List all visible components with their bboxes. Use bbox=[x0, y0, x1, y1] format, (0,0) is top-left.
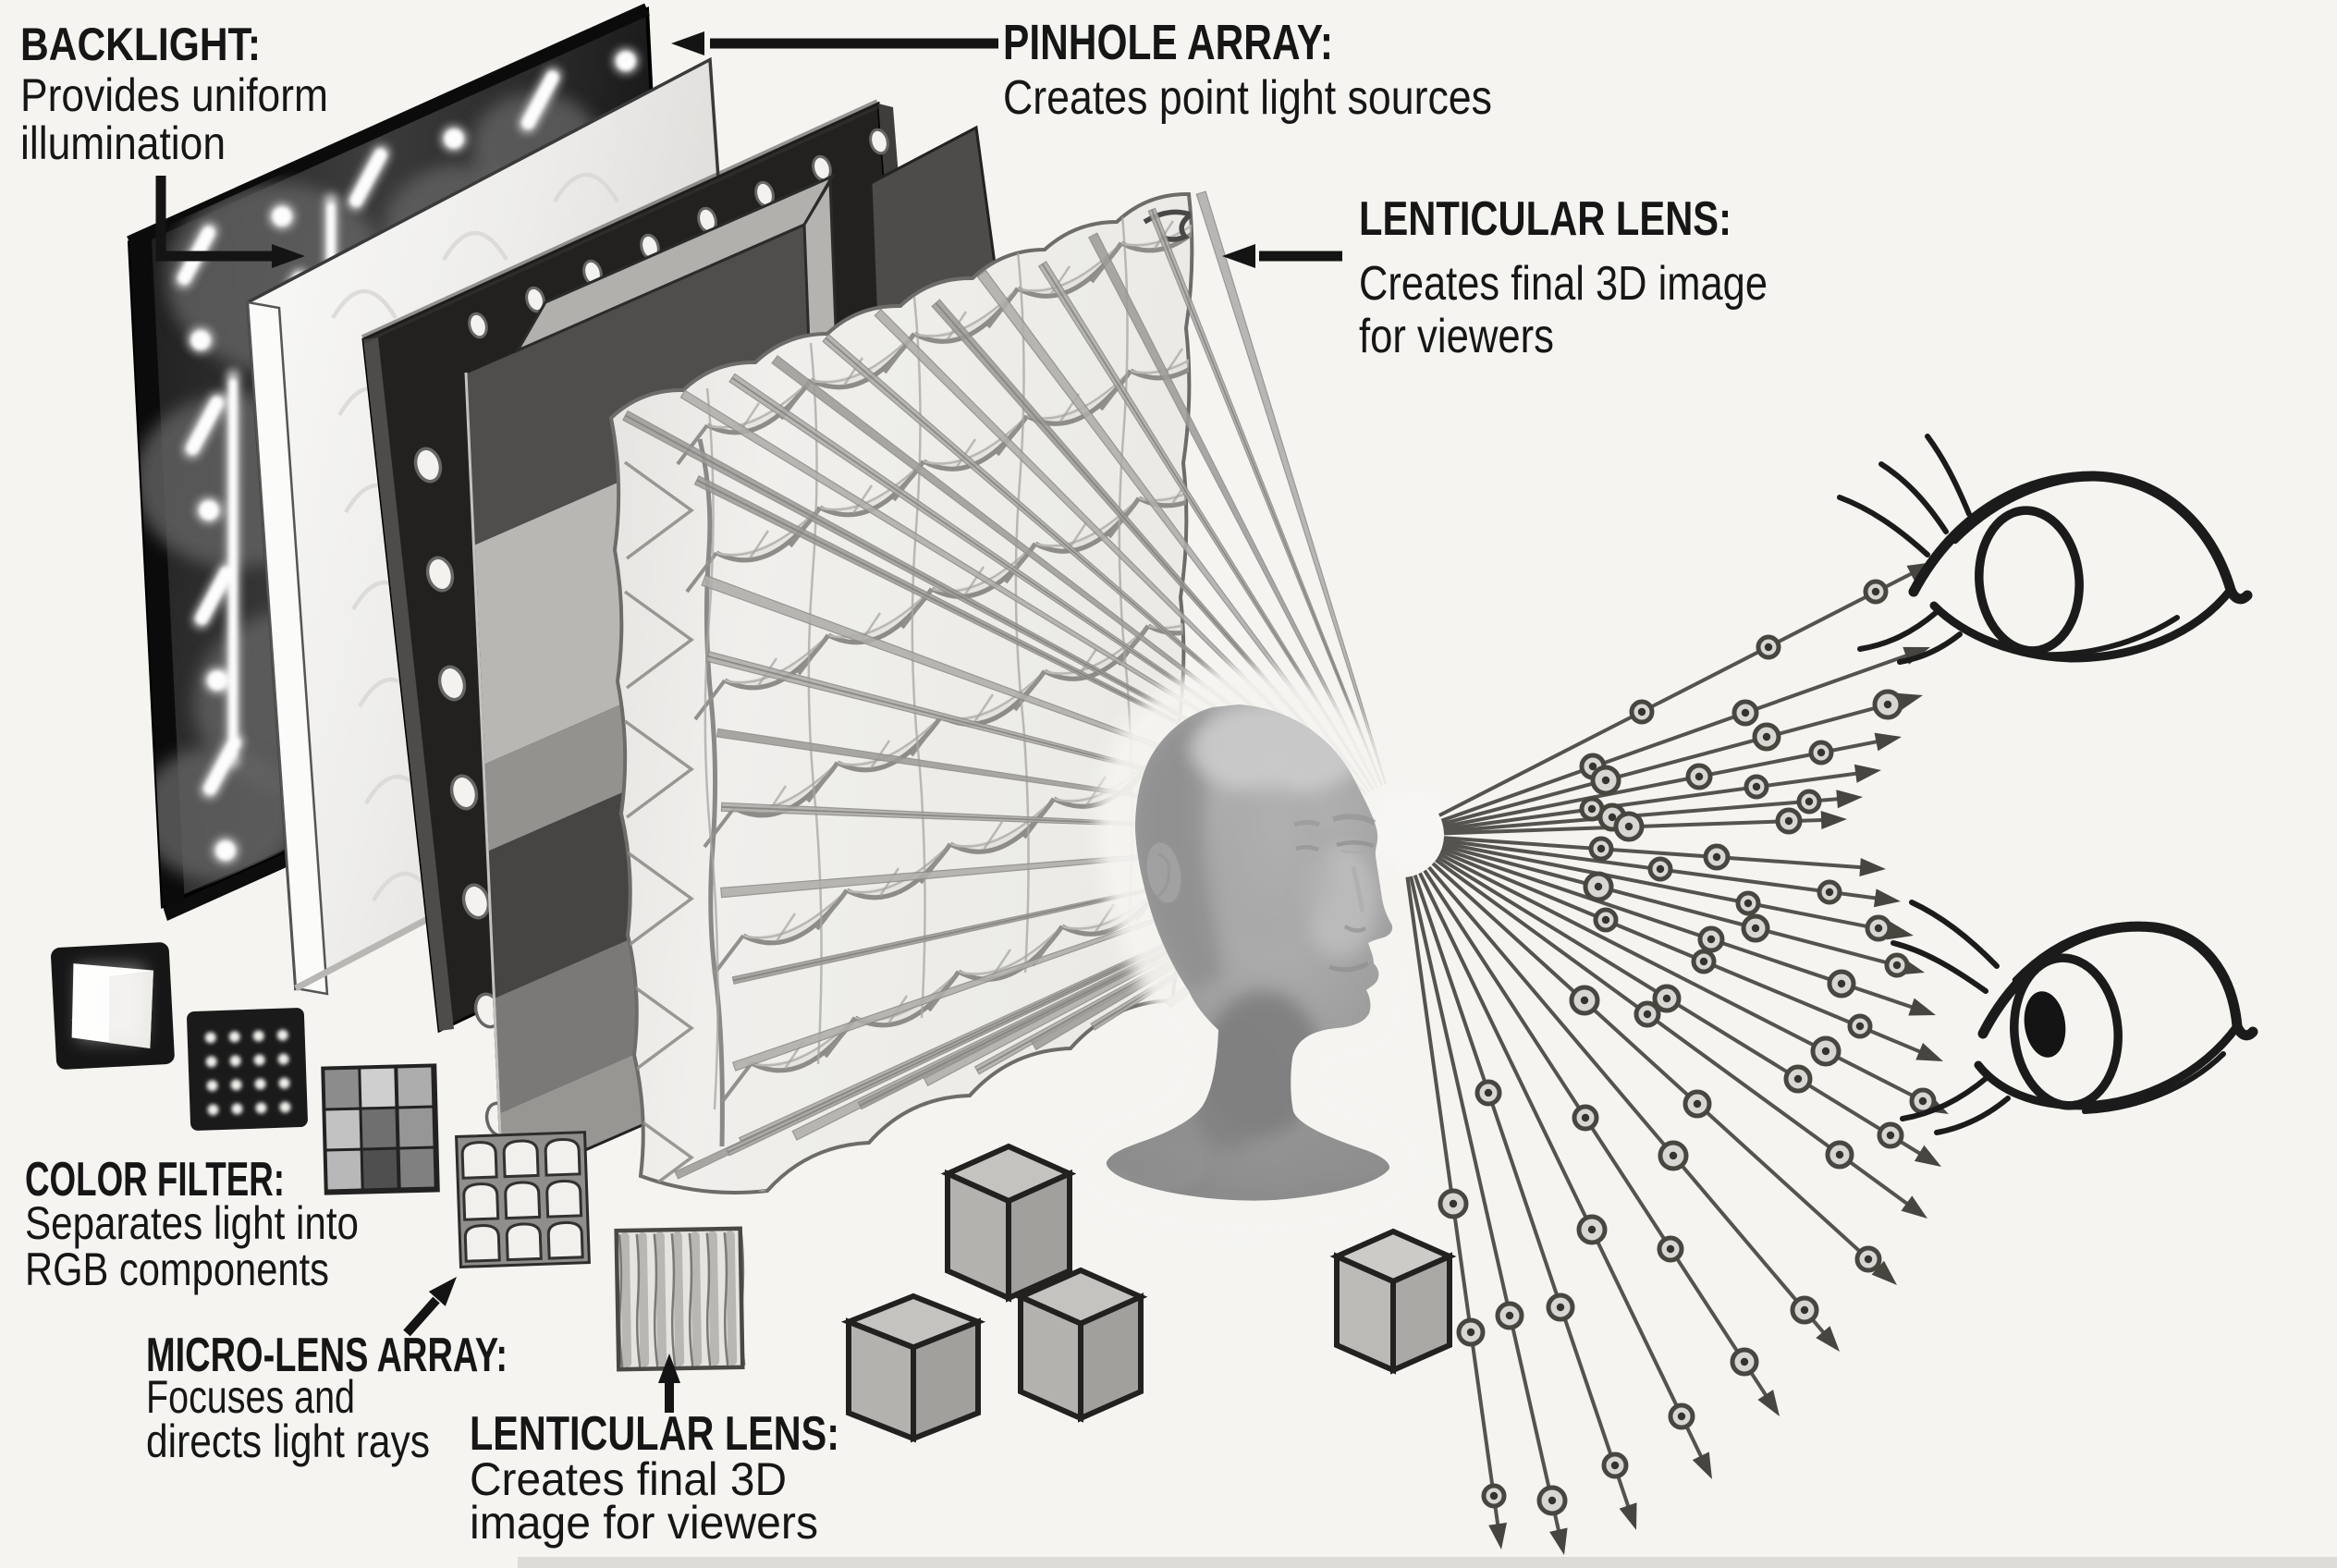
svg-text:for viewers: for viewers bbox=[1359, 310, 1554, 363]
svg-text:BACKLIGHT:: BACKLIGHT: bbox=[20, 18, 261, 70]
svg-text:Creates final 3D: Creates final 3D bbox=[470, 1453, 787, 1505]
svg-text:image for viewers: image for viewers bbox=[470, 1497, 818, 1549]
svg-text:COLOR FILTER:: COLOR FILTER: bbox=[25, 1153, 285, 1207]
svg-text:illumination: illumination bbox=[20, 117, 226, 169]
svg-text:Focuses and: Focuses and bbox=[146, 1371, 355, 1423]
svg-text:directs light rays: directs light rays bbox=[146, 1415, 430, 1467]
svg-text:Provides uniform: Provides uniform bbox=[20, 69, 328, 121]
svg-text:PINHOLE ARRAY:: PINHOLE ARRAY: bbox=[1003, 15, 1333, 70]
svg-text:Creates point light sources: Creates point light sources bbox=[1003, 71, 1492, 125]
svg-text:Creates final 3D image: Creates final 3D image bbox=[1359, 257, 1768, 311]
svg-text:RGB components: RGB components bbox=[25, 1243, 329, 1295]
svg-text:LENTICULAR LENS:: LENTICULAR LENS: bbox=[470, 1407, 839, 1461]
svg-text:Separates light into: Separates light into bbox=[25, 1197, 359, 1249]
svg-text:LENTICULAR LENS:: LENTICULAR LENS: bbox=[1359, 192, 1731, 246]
svg-text:MICRO-LENS ARRAY:: MICRO-LENS ARRAY: bbox=[146, 1329, 508, 1382]
